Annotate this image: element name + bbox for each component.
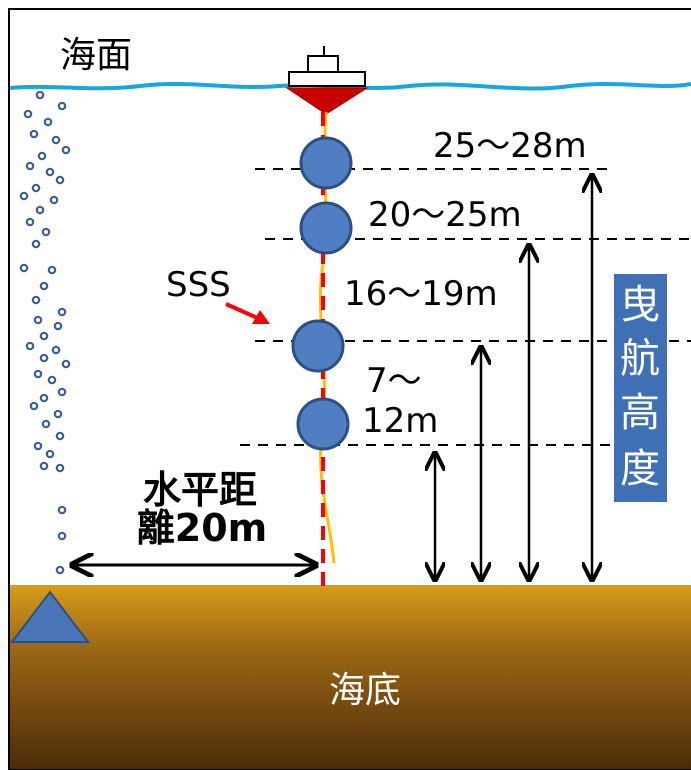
bubble — [43, 117, 53, 127]
sea-surface-label: 海面 — [60, 35, 132, 76]
bubble — [25, 341, 35, 351]
height-label-7-12-line2: 12m — [362, 401, 438, 441]
tow-altitude-badge — [614, 274, 667, 502]
bubble — [41, 227, 51, 237]
bubble — [57, 531, 67, 541]
bubble — [31, 295, 41, 305]
sea-surface-line — [9, 82, 691, 91]
height-label-16-19: 16〜19m — [344, 274, 498, 314]
bubble — [57, 387, 67, 397]
bubble-column — [19, 90, 71, 575]
bubble — [39, 461, 49, 471]
bubble — [37, 151, 47, 161]
bubble — [55, 463, 65, 473]
bubble — [39, 393, 49, 403]
bubble — [51, 135, 61, 145]
bubble — [39, 281, 49, 291]
sonar-buoy-icon — [296, 397, 350, 451]
bubble — [39, 331, 49, 341]
bubble — [31, 239, 41, 249]
bubble — [39, 353, 49, 363]
bubble — [57, 307, 67, 317]
bubble — [19, 263, 29, 273]
bubble — [47, 375, 57, 385]
bubble — [61, 359, 71, 369]
tow-altitude-char-4: 度 — [620, 446, 660, 492]
bubble — [33, 315, 43, 325]
sonar-buoy-icon — [299, 201, 353, 255]
bubble — [51, 345, 61, 355]
horizontal-distance-label-line2: 離20m — [137, 506, 267, 550]
bubble — [53, 409, 63, 419]
bubble — [45, 449, 55, 459]
bubble — [29, 401, 39, 411]
bubble — [47, 265, 57, 275]
sss-arrowhead — [252, 310, 270, 324]
seabed — [10, 585, 691, 769]
bubble — [25, 161, 35, 171]
bubble — [45, 167, 55, 177]
bubble — [57, 505, 67, 515]
sss-label: SSS — [166, 265, 231, 305]
bubble — [25, 217, 35, 227]
bubble — [23, 109, 33, 119]
bubble — [33, 441, 43, 451]
bubble — [29, 129, 39, 139]
height-label-7-12-line1: 7〜 — [366, 361, 422, 401]
bubble — [31, 183, 41, 193]
sonar-buoy-icon — [291, 319, 345, 373]
sonar-buoy-icon — [299, 136, 353, 190]
tow-altitude-char-3: 高 — [620, 390, 660, 436]
bubble — [55, 175, 65, 185]
height-label-20-25: 20〜25m — [368, 195, 522, 235]
bubble — [35, 90, 45, 100]
bubble — [49, 195, 59, 205]
bubble — [55, 431, 65, 441]
bubble — [33, 369, 43, 379]
horizontal-distance-label-line1: 水平距 — [143, 468, 257, 512]
bubble — [19, 191, 29, 201]
bubble — [35, 205, 45, 215]
bubble — [61, 145, 71, 155]
bubble — [41, 419, 51, 429]
bubble — [53, 321, 63, 331]
tow-altitude-char-2: 航 — [620, 336, 660, 382]
tow-altitude-char-1: 曳 — [620, 282, 660, 328]
ship-icon — [285, 46, 369, 115]
seabed-label: 海底 — [329, 670, 401, 711]
height-label-25-28: 25〜28m — [433, 126, 587, 166]
bubble — [55, 565, 65, 575]
seafloor-station-icon — [9, 590, 91, 643]
bubble — [57, 101, 67, 111]
